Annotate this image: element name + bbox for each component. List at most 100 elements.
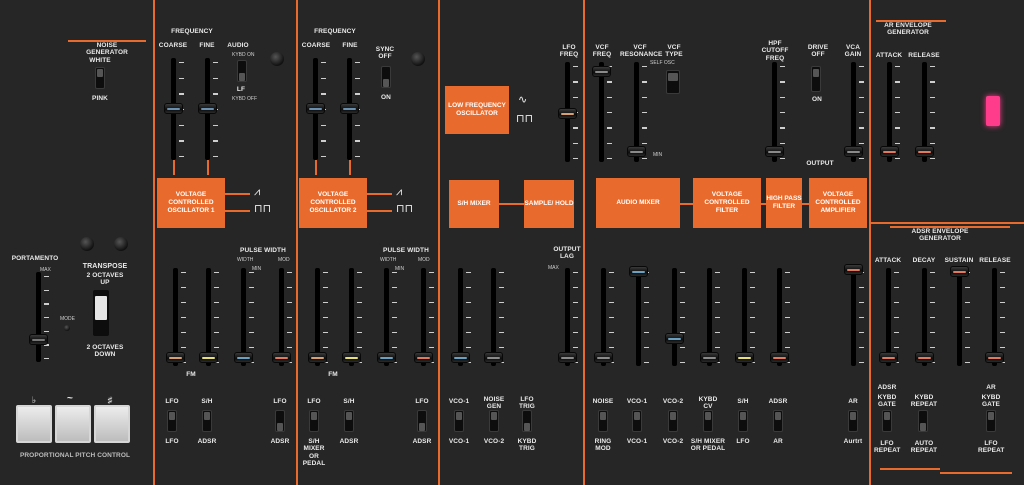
knob-a[interactable] xyxy=(80,237,94,251)
repeat-switch[interactable] xyxy=(918,410,928,432)
pitch-pad-sharp[interactable] xyxy=(94,405,130,443)
vco2-fm2-slider[interactable] xyxy=(349,268,354,366)
vca-ar-cap[interactable] xyxy=(844,264,863,275)
vca-gain-cap[interactable] xyxy=(844,146,863,157)
sh-sw1[interactable] xyxy=(454,410,464,432)
vcf-freq-slider[interactable] xyxy=(599,62,604,162)
vcf-adsr-cap[interactable] xyxy=(770,352,789,363)
vca-ar-slider[interactable] xyxy=(851,268,856,366)
sh-noise-cap[interactable] xyxy=(484,352,503,363)
adsr-attack-cap[interactable] xyxy=(879,352,898,363)
mixer-sw6[interactable] xyxy=(773,410,783,432)
vco2-fm1-cap[interactable] xyxy=(308,352,327,363)
knob-b[interactable] xyxy=(114,237,128,251)
mixer-vco1-cap[interactable] xyxy=(629,266,648,277)
vco1-fm2-cap[interactable] xyxy=(199,352,218,363)
hpf-slider[interactable] xyxy=(772,62,777,162)
vco1-coarse-cap[interactable] xyxy=(164,103,183,114)
adsr-decay-cap[interactable] xyxy=(915,352,934,363)
vco2-fm: FM xyxy=(328,371,338,378)
sh-vco1-cap[interactable] xyxy=(451,352,470,363)
ar-trigger-switch[interactable] xyxy=(986,410,996,432)
vco1-pwmod-slider[interactable] xyxy=(279,268,284,366)
portamento-slider[interactable] xyxy=(36,272,41,362)
transpose-switch[interactable] xyxy=(93,290,109,336)
vco1-pw-cap[interactable] xyxy=(234,352,253,363)
vco1-fm1-slider[interactable] xyxy=(173,268,178,366)
sample-hold-box: SAMPLE/ HOLD xyxy=(524,180,574,228)
vcf-kybd-slider[interactable] xyxy=(707,268,712,366)
vcf-sh-slider[interactable] xyxy=(742,268,747,366)
vco1-fm1-switch[interactable] xyxy=(167,410,177,432)
vca-drive-switch[interactable] xyxy=(811,66,821,92)
vco2-pw-switch[interactable] xyxy=(417,410,427,432)
vco2-pw-cap[interactable] xyxy=(377,352,396,363)
noise-color-switch[interactable] xyxy=(95,67,105,89)
vcf-res-slider[interactable] xyxy=(634,62,639,162)
vco2-knob[interactable] xyxy=(411,52,425,66)
sh-vco1-slider[interactable] xyxy=(458,268,463,366)
sh-sw2[interactable] xyxy=(489,410,499,432)
sh-noise-slider[interactable] xyxy=(491,268,496,366)
ar-attack-slider[interactable] xyxy=(887,62,892,162)
hpf-cap[interactable] xyxy=(765,146,784,157)
adsr-sustain-cap[interactable] xyxy=(950,266,969,277)
mixer-vco1-slider[interactable] xyxy=(636,268,641,366)
pitch-pad-center[interactable] xyxy=(55,405,91,443)
mixer-noise-slider[interactable] xyxy=(601,268,606,366)
sh-lag-cap[interactable] xyxy=(558,352,577,363)
mixer-sw3[interactable] xyxy=(668,410,678,432)
vco1-fm2-switch[interactable] xyxy=(202,410,212,432)
vco1-fm1-cap[interactable] xyxy=(166,352,185,363)
adsr-release-slider[interactable] xyxy=(992,268,997,366)
sh-sw3[interactable] xyxy=(522,410,532,432)
vco1-knob[interactable] xyxy=(270,52,284,66)
adsr-release-cap[interactable] xyxy=(985,352,1004,363)
vco2-pw-slider[interactable] xyxy=(384,268,389,366)
sh-lag-slider[interactable] xyxy=(565,268,570,366)
vca-gain-slider[interactable] xyxy=(851,62,856,162)
adsr-trigger-switch[interactable] xyxy=(882,410,892,432)
mixer-sw2[interactable] xyxy=(632,410,642,432)
vco1-fine-cap[interactable] xyxy=(198,103,217,114)
pitch-pad-flat[interactable] xyxy=(16,405,52,443)
vcf-adsr-slider[interactable] xyxy=(777,268,782,366)
vcf-type-switch[interactable] xyxy=(666,70,680,94)
mixer-sw4[interactable] xyxy=(703,410,713,432)
vco2-sync-switch[interactable] xyxy=(381,66,391,88)
vco2-sync-off: SYNC OFF xyxy=(375,46,395,61)
mixer-noise-cap[interactable] xyxy=(594,352,613,363)
adsr-decay-slider[interactable] xyxy=(922,268,927,366)
ar-release-slider[interactable] xyxy=(922,62,927,162)
vco2-fm1-slider[interactable] xyxy=(315,268,320,366)
mixer-sw1[interactable] xyxy=(598,410,608,432)
adsr-attack-slider[interactable] xyxy=(886,268,891,366)
scale-tick xyxy=(644,317,649,319)
lfo-freq-cap[interactable] xyxy=(558,108,577,119)
vca-sw[interactable] xyxy=(848,410,858,432)
ar-attack-cap[interactable] xyxy=(880,146,899,157)
portamento-cap[interactable] xyxy=(29,334,48,345)
adsr-sustain-slider[interactable] xyxy=(957,268,962,366)
vco2-fm2-switch[interactable] xyxy=(344,410,354,432)
vco1-pwmod-cap[interactable] xyxy=(272,352,291,363)
mixer-vco2-cap[interactable] xyxy=(665,333,684,344)
vco1-pw-switch[interactable] xyxy=(275,410,285,432)
vco2-fm1-switch[interactable] xyxy=(309,410,319,432)
vcf-res-cap[interactable] xyxy=(627,146,646,157)
vco2-pwmod-cap[interactable] xyxy=(414,352,433,363)
ar-release-cap[interactable] xyxy=(915,146,934,157)
vco2-fine-cap[interactable] xyxy=(340,103,359,114)
vco2-coarse-cap[interactable] xyxy=(306,103,325,114)
vco2-fm2-cap[interactable] xyxy=(342,352,361,363)
mixer-sw5[interactable] xyxy=(738,410,748,432)
vcf-sh-cap[interactable] xyxy=(735,352,754,363)
vco1-fm2-slider[interactable] xyxy=(206,268,211,366)
vco2-pwmod-slider[interactable] xyxy=(421,268,426,366)
mixer-vco2-slider[interactable] xyxy=(672,268,677,366)
lfo-box: LOW FREQUENCY OSCILLATOR xyxy=(445,86,509,134)
vcf-freq-cap[interactable] xyxy=(592,66,611,77)
vco1-range-switch[interactable] xyxy=(237,60,247,82)
vcf-kybd-cap[interactable] xyxy=(700,352,719,363)
vco1-pw-slider[interactable] xyxy=(241,268,246,366)
